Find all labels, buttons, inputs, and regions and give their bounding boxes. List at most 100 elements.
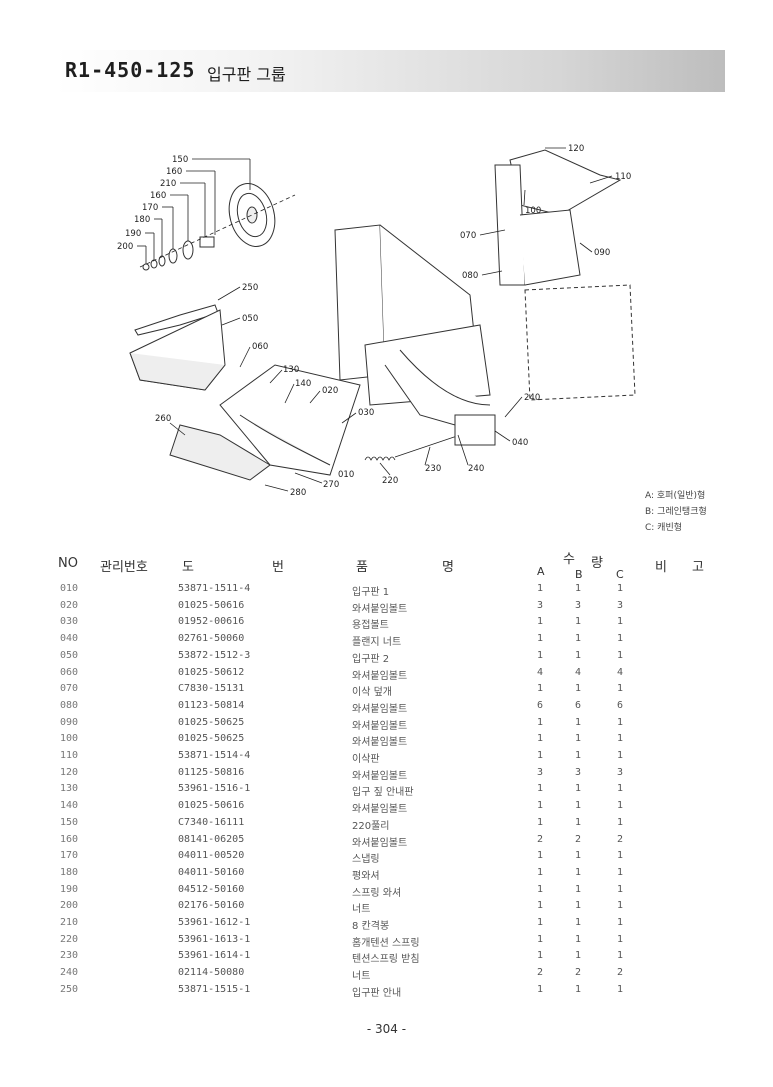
col-ryang: 량	[591, 556, 603, 571]
row-no: 240	[60, 967, 79, 979]
frame-drawing	[334, 224, 496, 436]
label-160b: 160	[150, 191, 166, 201]
label-270: 270	[323, 480, 339, 490]
row-no: 050	[60, 649, 79, 661]
row-part-number: 01025-50616	[178, 800, 245, 812]
row-qty-a: 1	[537, 917, 544, 928]
row-no: 210	[60, 917, 79, 928]
row-part-number: C7340-16111	[178, 816, 245, 828]
row-part-number: 08141-06205	[178, 833, 245, 845]
row-part-name: 와셔붙임볼트	[352, 737, 408, 749]
col-go: 고	[692, 560, 704, 575]
label-160: 160	[166, 167, 182, 177]
row-no: 070	[60, 683, 79, 695]
row-qty-a: 2	[537, 833, 544, 845]
row-part-name: 이삭판	[352, 754, 380, 765]
row-part-name: 평와셔	[352, 870, 380, 882]
label-040: 040	[512, 438, 528, 448]
col-su: 수	[563, 552, 575, 567]
label-180: 180	[134, 215, 150, 225]
row-part-number: 02176-50160	[178, 900, 245, 912]
label-020: 020	[322, 386, 338, 396]
row-qty-b: 1	[575, 783, 582, 795]
row-part-number: 04011-00520	[178, 850, 245, 862]
grain-cover-drawing	[494, 149, 636, 401]
part-labels: 150 160 210 160 170 180 190 200 250 050 …	[117, 144, 631, 498]
row-part-name: 텐션스프링 받침	[352, 954, 420, 966]
label-200: 200	[117, 242, 133, 252]
row-qty-b: 1	[575, 917, 582, 928]
row-qty-a: 1	[537, 616, 544, 628]
row-qty-b: 3	[575, 766, 582, 778]
row-qty-a: 6	[537, 699, 544, 711]
page-header: R1-450-125 입구판 그룹	[55, 50, 725, 92]
legend-b: B: 그레인탱크형	[645, 507, 707, 517]
label-120: 120	[568, 144, 584, 154]
row-qty-c: 1	[617, 933, 624, 945]
row-part-number: 01125-50816	[178, 766, 245, 778]
row-part-number: 01123-50814	[178, 699, 245, 711]
row-qty-a: 1	[537, 583, 544, 594]
label-080: 080	[462, 271, 478, 281]
row-part-number: 53961-1612-1	[178, 917, 251, 928]
row-part-number: 53961-1516-1	[178, 783, 251, 795]
row-qty-c: 1	[617, 900, 624, 912]
row-qty-b: 1	[575, 900, 582, 912]
row-part-name: 220풀리	[352, 820, 390, 832]
row-part-name: 스프링 와셔	[352, 887, 402, 899]
label-100: 100	[525, 206, 541, 216]
row-no: 040	[60, 633, 79, 645]
row-qty-a: 3	[537, 766, 544, 778]
col-bi: 비	[655, 560, 667, 575]
label-170: 170	[142, 203, 158, 213]
row-qty-b: 1	[575, 733, 582, 745]
row-no: 170	[60, 850, 79, 862]
row-qty-b: 1	[575, 883, 582, 895]
row-part-name: 와셔붙임볼트	[352, 804, 408, 816]
col-b: B	[575, 568, 583, 581]
row-part-name: 와셔붙임볼트	[352, 720, 408, 732]
label-070: 070	[460, 231, 476, 241]
label-130: 130	[283, 365, 299, 375]
row-qty-b: 1	[575, 649, 582, 661]
row-qty-a: 4	[537, 666, 544, 678]
row-part-name: 와셔붙임볼트	[352, 770, 408, 782]
row-part-number: 53961-1614-1	[178, 950, 251, 962]
row-no: 190	[60, 883, 79, 895]
row-qty-c: 2	[617, 833, 624, 845]
row-part-name: 8 칸격봉	[352, 921, 390, 932]
page-number: - 304 -	[366, 1022, 407, 1036]
row-no: 130	[60, 783, 79, 795]
col-do: 도	[182, 560, 194, 575]
row-qty-c: 1	[617, 883, 624, 895]
row-no: 200	[60, 900, 79, 912]
row-no: 030	[60, 616, 79, 628]
row-part-number: C7830-15131	[178, 683, 245, 695]
row-no: 160	[60, 833, 79, 845]
row-qty-c: 6	[617, 699, 624, 711]
row-no: 110	[60, 750, 79, 761]
parts-diagram: 150 160 210 160 170 180 190 200 250 050 …	[117, 144, 636, 498]
row-qty-b: 1	[575, 850, 582, 862]
row-qty-c: 1	[617, 583, 624, 594]
row-qty-b: 2	[575, 833, 582, 845]
row-part-name: 플랜지 너트	[352, 637, 402, 649]
label-060: 060	[252, 342, 268, 352]
row-qty-b: 1	[575, 950, 582, 962]
row-no: 150	[60, 816, 79, 828]
row-no: 140	[60, 800, 79, 812]
row-qty-a: 1	[537, 900, 544, 912]
pulley-drawing	[139, 183, 296, 271]
label-030: 030	[358, 408, 374, 418]
